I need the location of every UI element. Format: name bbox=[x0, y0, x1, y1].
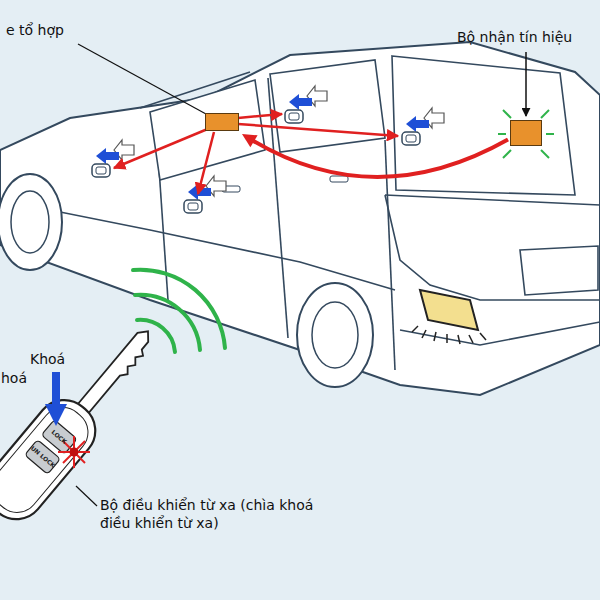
node-label: Bộ nhận tín hiệu bbox=[457, 29, 572, 46]
relay-box: e tổ hợp bbox=[205, 113, 239, 131]
wheel-hub bbox=[312, 302, 358, 368]
tail-light bbox=[420, 290, 478, 330]
press-arrow bbox=[45, 372, 67, 426]
door-lock bbox=[184, 176, 226, 213]
wheel-hub bbox=[11, 191, 49, 253]
wheel bbox=[0, 174, 62, 270]
part-label: Bộ điều khiển từ xa (chìa khoá điều khiể… bbox=[100, 496, 345, 532]
light-rays bbox=[412, 326, 486, 344]
led bbox=[70, 448, 79, 457]
signal-arrow bbox=[242, 134, 508, 177]
signal-line bbox=[251, 139, 508, 177]
car-windows bbox=[150, 56, 575, 195]
button-caption: hoá bbox=[1, 369, 27, 387]
leader-line bbox=[78, 44, 206, 114]
leader-line bbox=[525, 52, 527, 116]
door-lock bbox=[402, 108, 444, 145]
wheel bbox=[297, 283, 373, 387]
door-lock bbox=[92, 140, 134, 177]
node-label: e tổ hợp bbox=[6, 22, 64, 39]
arrow-head bbox=[242, 134, 258, 147]
door-handle bbox=[330, 176, 348, 182]
leader-line bbox=[76, 486, 97, 506]
receiver-box: Bộ nhận tín hiệu bbox=[510, 120, 542, 146]
car-body bbox=[0, 42, 600, 395]
door-lock bbox=[285, 86, 327, 123]
receiver-sparkle bbox=[498, 110, 554, 158]
lock-signal-arrows bbox=[114, 114, 398, 194]
button-caption: Khoá bbox=[30, 350, 65, 368]
